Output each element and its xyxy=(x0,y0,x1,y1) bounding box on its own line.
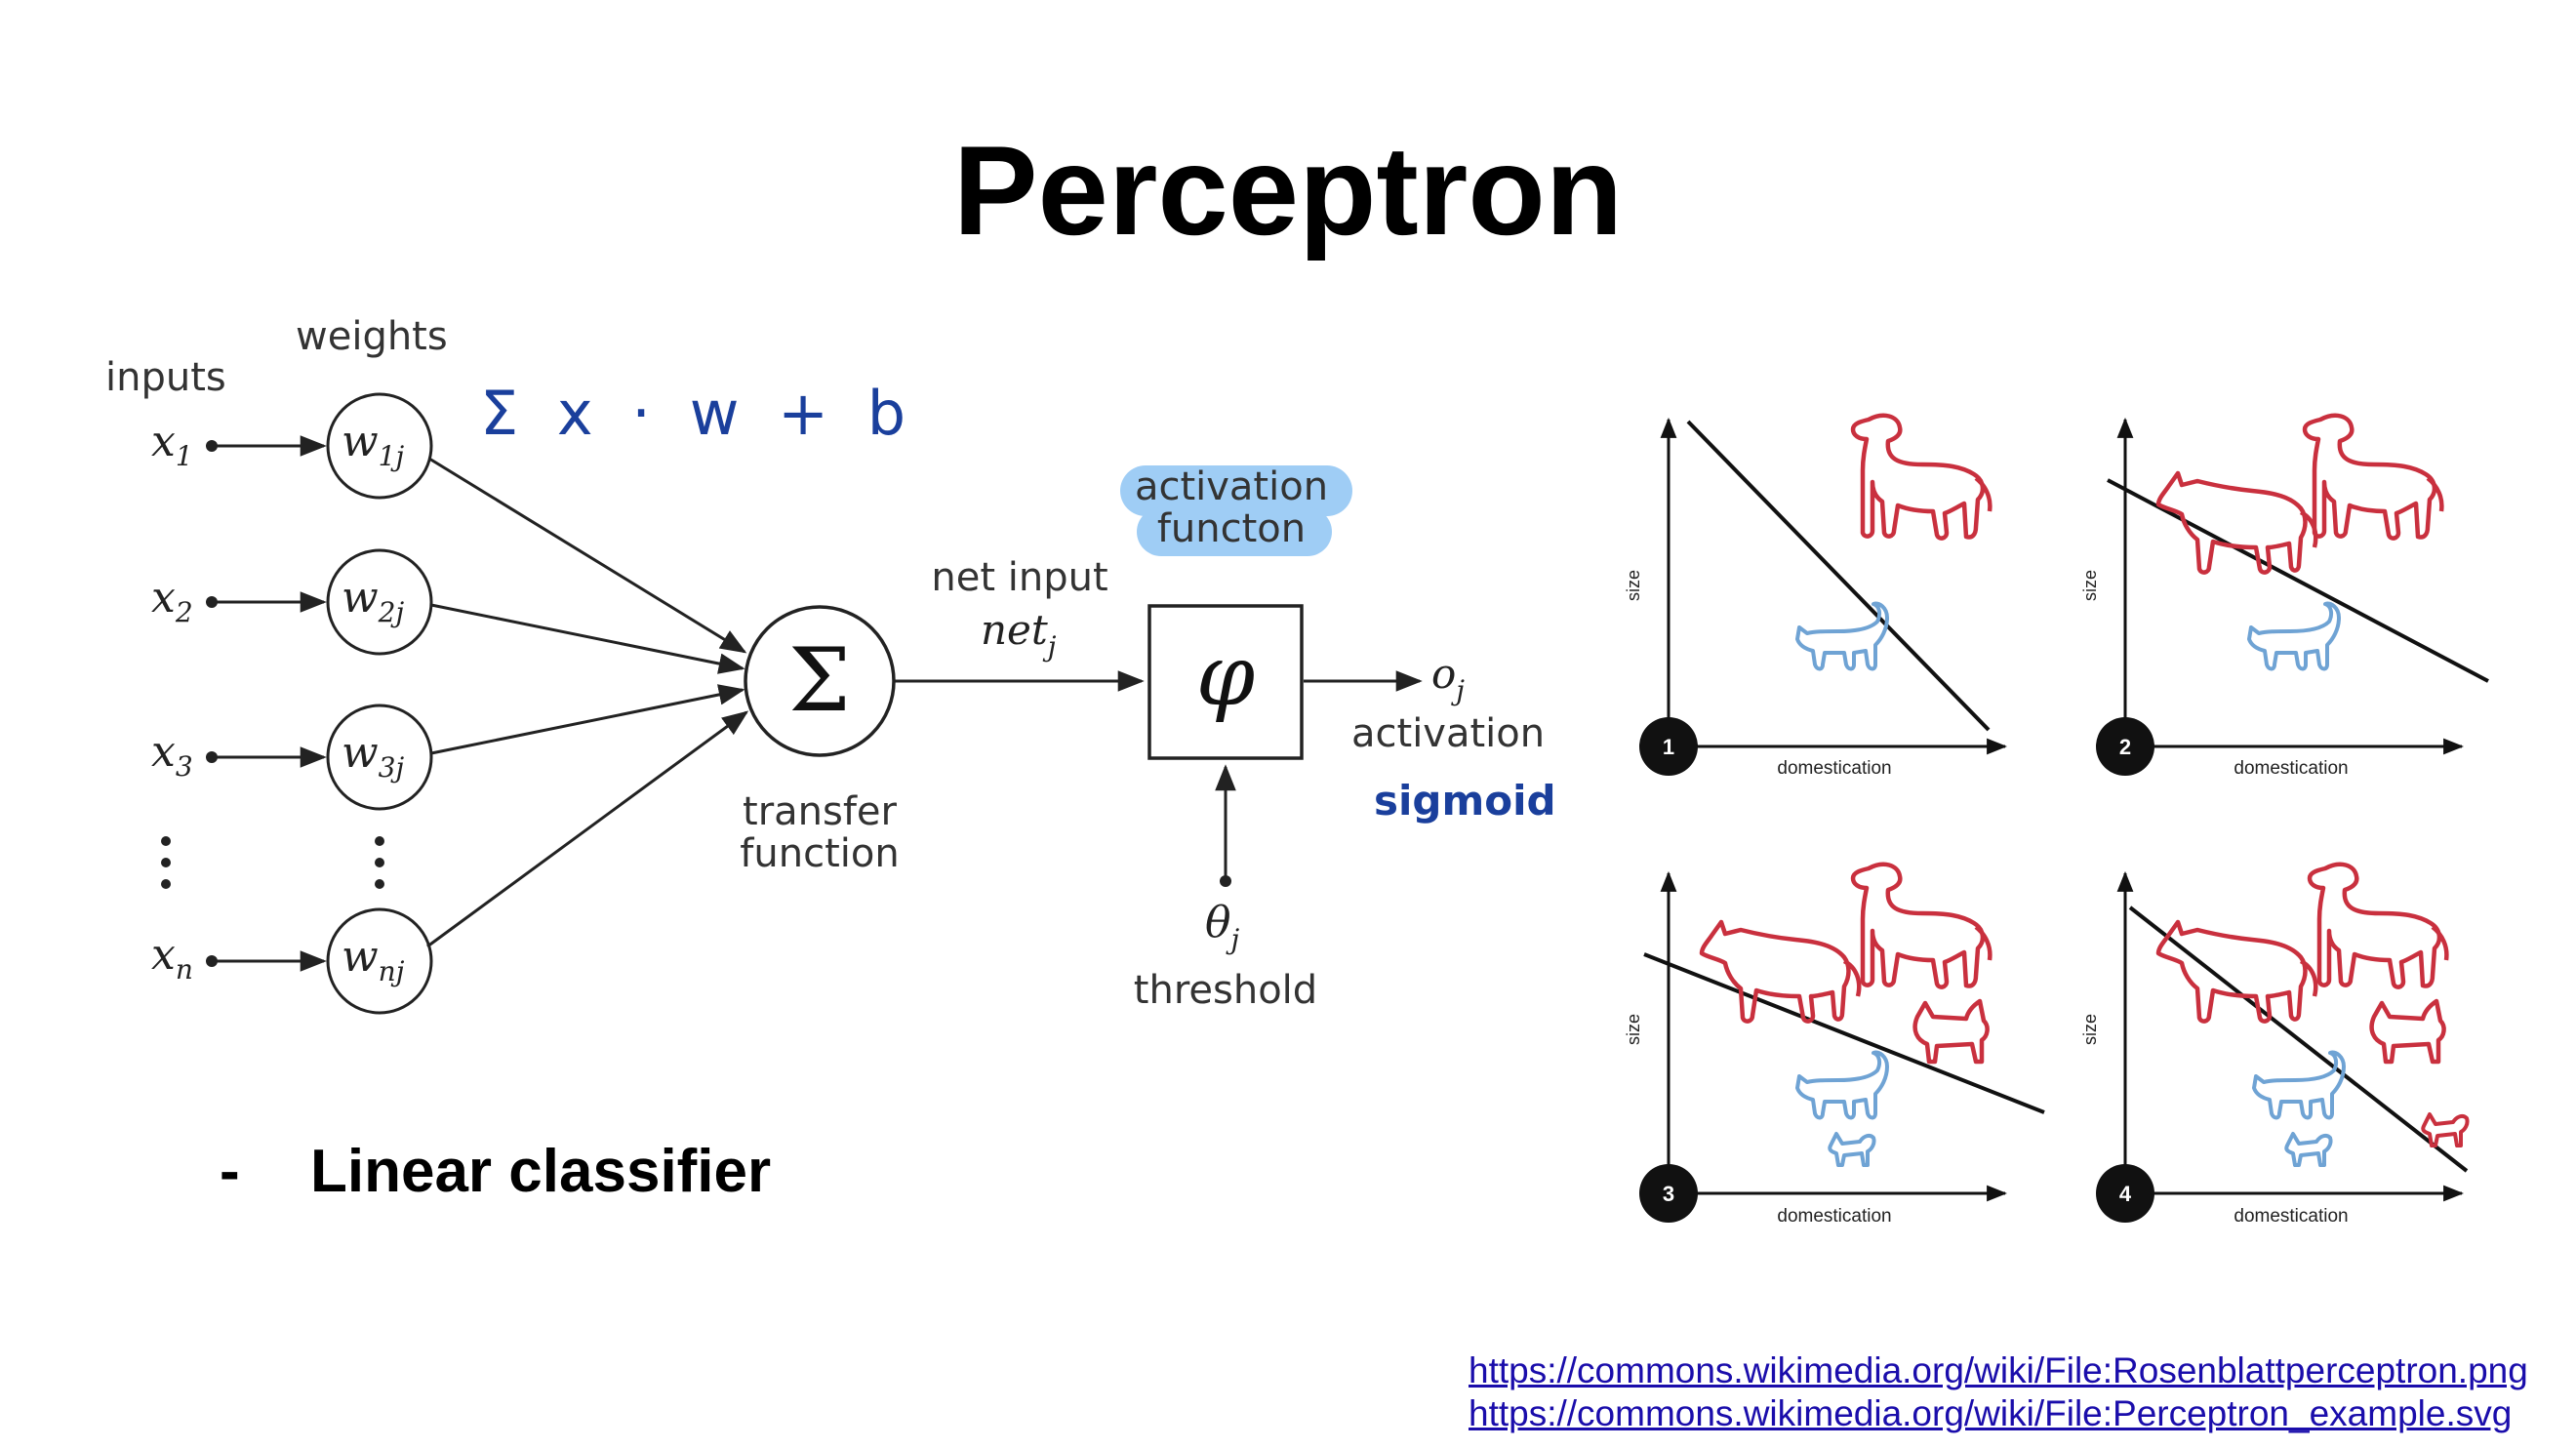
activation-function-label-1: activation xyxy=(1135,464,1328,509)
terrier-icon xyxy=(1915,1001,1988,1062)
panel-2-ylabel: size xyxy=(2080,570,2100,601)
bullet-dash: - xyxy=(220,1138,240,1205)
transfer-label-2: function xyxy=(740,831,899,876)
activation-label: activation xyxy=(1351,711,1545,756)
panel-1-badge xyxy=(1639,717,1698,776)
weight-w3j: w3j xyxy=(342,728,404,784)
example-panel-3: size domestication 3 xyxy=(1624,865,2045,1227)
link-rosenblatt-perceptron[interactable]: https://commons.wikimedia.org/wiki/File:… xyxy=(1469,1350,2528,1390)
weight-node-2 xyxy=(326,548,433,656)
activation-highlight-2 xyxy=(1137,507,1332,556)
panel-3-xlabel: domestication xyxy=(1777,1206,1891,1227)
net-input-label: net input xyxy=(931,555,1107,600)
input-row-1: x1 w1j xyxy=(151,392,433,500)
input-row-n: xn wnj xyxy=(151,907,433,1015)
perceptron-diagram: inputs weights x1 w1j x2 w2j x3 w3j xyxy=(105,314,1556,1015)
transfer-label-1: transfer xyxy=(743,789,898,834)
weight-node-n xyxy=(326,907,433,1015)
dog-icon xyxy=(2310,865,2446,987)
weights-label: weights xyxy=(296,314,448,359)
decision-line xyxy=(1643,952,2045,1114)
summation-node xyxy=(744,605,896,757)
activation-function-label-2: functon xyxy=(1157,506,1306,551)
input-x2: x2 xyxy=(151,573,193,628)
dog-icon xyxy=(1853,416,1990,539)
panel-2-xlabel: domestication xyxy=(2234,758,2348,779)
weight-w1j: w1j xyxy=(342,417,404,472)
handwritten-sigmoid: sigmoid xyxy=(1374,777,1556,825)
weight-w2j: w2j xyxy=(342,573,404,628)
example-panel-2: size domestication 2 xyxy=(2080,416,2489,779)
decision-line xyxy=(1686,420,1991,732)
wolf-icon xyxy=(2158,473,2315,573)
example-panel-1: size domestication 1 xyxy=(1624,416,2008,779)
input-xn: xn xyxy=(151,930,193,986)
ellipsis-dots xyxy=(161,836,384,889)
phi-box xyxy=(1147,604,1304,760)
panel-4-number: 4 xyxy=(2119,1182,2132,1206)
link-perceptron-example[interactable]: https://commons.wikimedia.org/wiki/File:… xyxy=(1469,1393,2513,1433)
source-links: https://commons.wikimedia.org/wiki/File:… xyxy=(1469,1349,2528,1435)
weight-node-3 xyxy=(326,704,433,811)
panel-2-badge xyxy=(2096,717,2154,776)
input-row-3: x3 w3j xyxy=(151,704,433,811)
decision-line xyxy=(2107,478,2489,683)
dog-icon xyxy=(1853,865,1990,987)
dog-icon xyxy=(2305,416,2441,539)
output-oj: oj xyxy=(1431,650,1465,706)
input-x3: x3 xyxy=(151,727,193,783)
panel-1-number: 1 xyxy=(1663,735,1674,759)
example-panel-4: size domestication 4 xyxy=(2080,865,2470,1227)
input-x1: x1 xyxy=(151,417,193,472)
panel-4-xlabel: domestication xyxy=(2234,1206,2348,1227)
panel-1-xlabel: domestication xyxy=(1777,758,1891,779)
weight-to-sum-arrows xyxy=(426,457,749,948)
slide-title: Perceptron xyxy=(952,119,1624,262)
decision-line xyxy=(2128,906,2469,1173)
tiny-dog-icon xyxy=(2421,1112,2470,1147)
terrier-icon xyxy=(2372,1001,2444,1062)
panel-3-number: 3 xyxy=(1663,1182,1674,1206)
panel-3-badge xyxy=(1639,1164,1698,1223)
theta-j-label: θj xyxy=(1205,898,1240,955)
panel-4-badge xyxy=(2096,1164,2154,1223)
panel-1-ylabel: size xyxy=(1624,570,1643,601)
panel-2-number: 2 xyxy=(2119,735,2131,759)
weight-node-1 xyxy=(326,392,433,500)
weight-wnj: wnj xyxy=(342,932,405,987)
bullet-linear-classifier: Linear classifier xyxy=(310,1138,772,1205)
handwritten-formula: Σ x · w + b xyxy=(480,378,915,449)
activation-highlight-1 xyxy=(1120,465,1352,516)
input-row-2: x2 w2j xyxy=(151,548,433,656)
threshold-label: threshold xyxy=(1134,968,1317,1013)
inputs-label: inputs xyxy=(105,355,226,400)
panel-3-ylabel: size xyxy=(1624,1014,1643,1045)
net-j-label: netj xyxy=(981,606,1057,663)
cat-icon xyxy=(1795,1050,1889,1120)
wolf-icon xyxy=(2158,922,2315,1022)
small-cat-icon xyxy=(1828,1132,1876,1167)
phi-symbol: φ xyxy=(1196,627,1255,725)
panel-4-ylabel: size xyxy=(2080,1014,2100,1045)
sigma-symbol: Σ xyxy=(788,629,851,732)
small-cat-icon xyxy=(2284,1132,2333,1167)
cat-icon xyxy=(2247,601,2341,671)
